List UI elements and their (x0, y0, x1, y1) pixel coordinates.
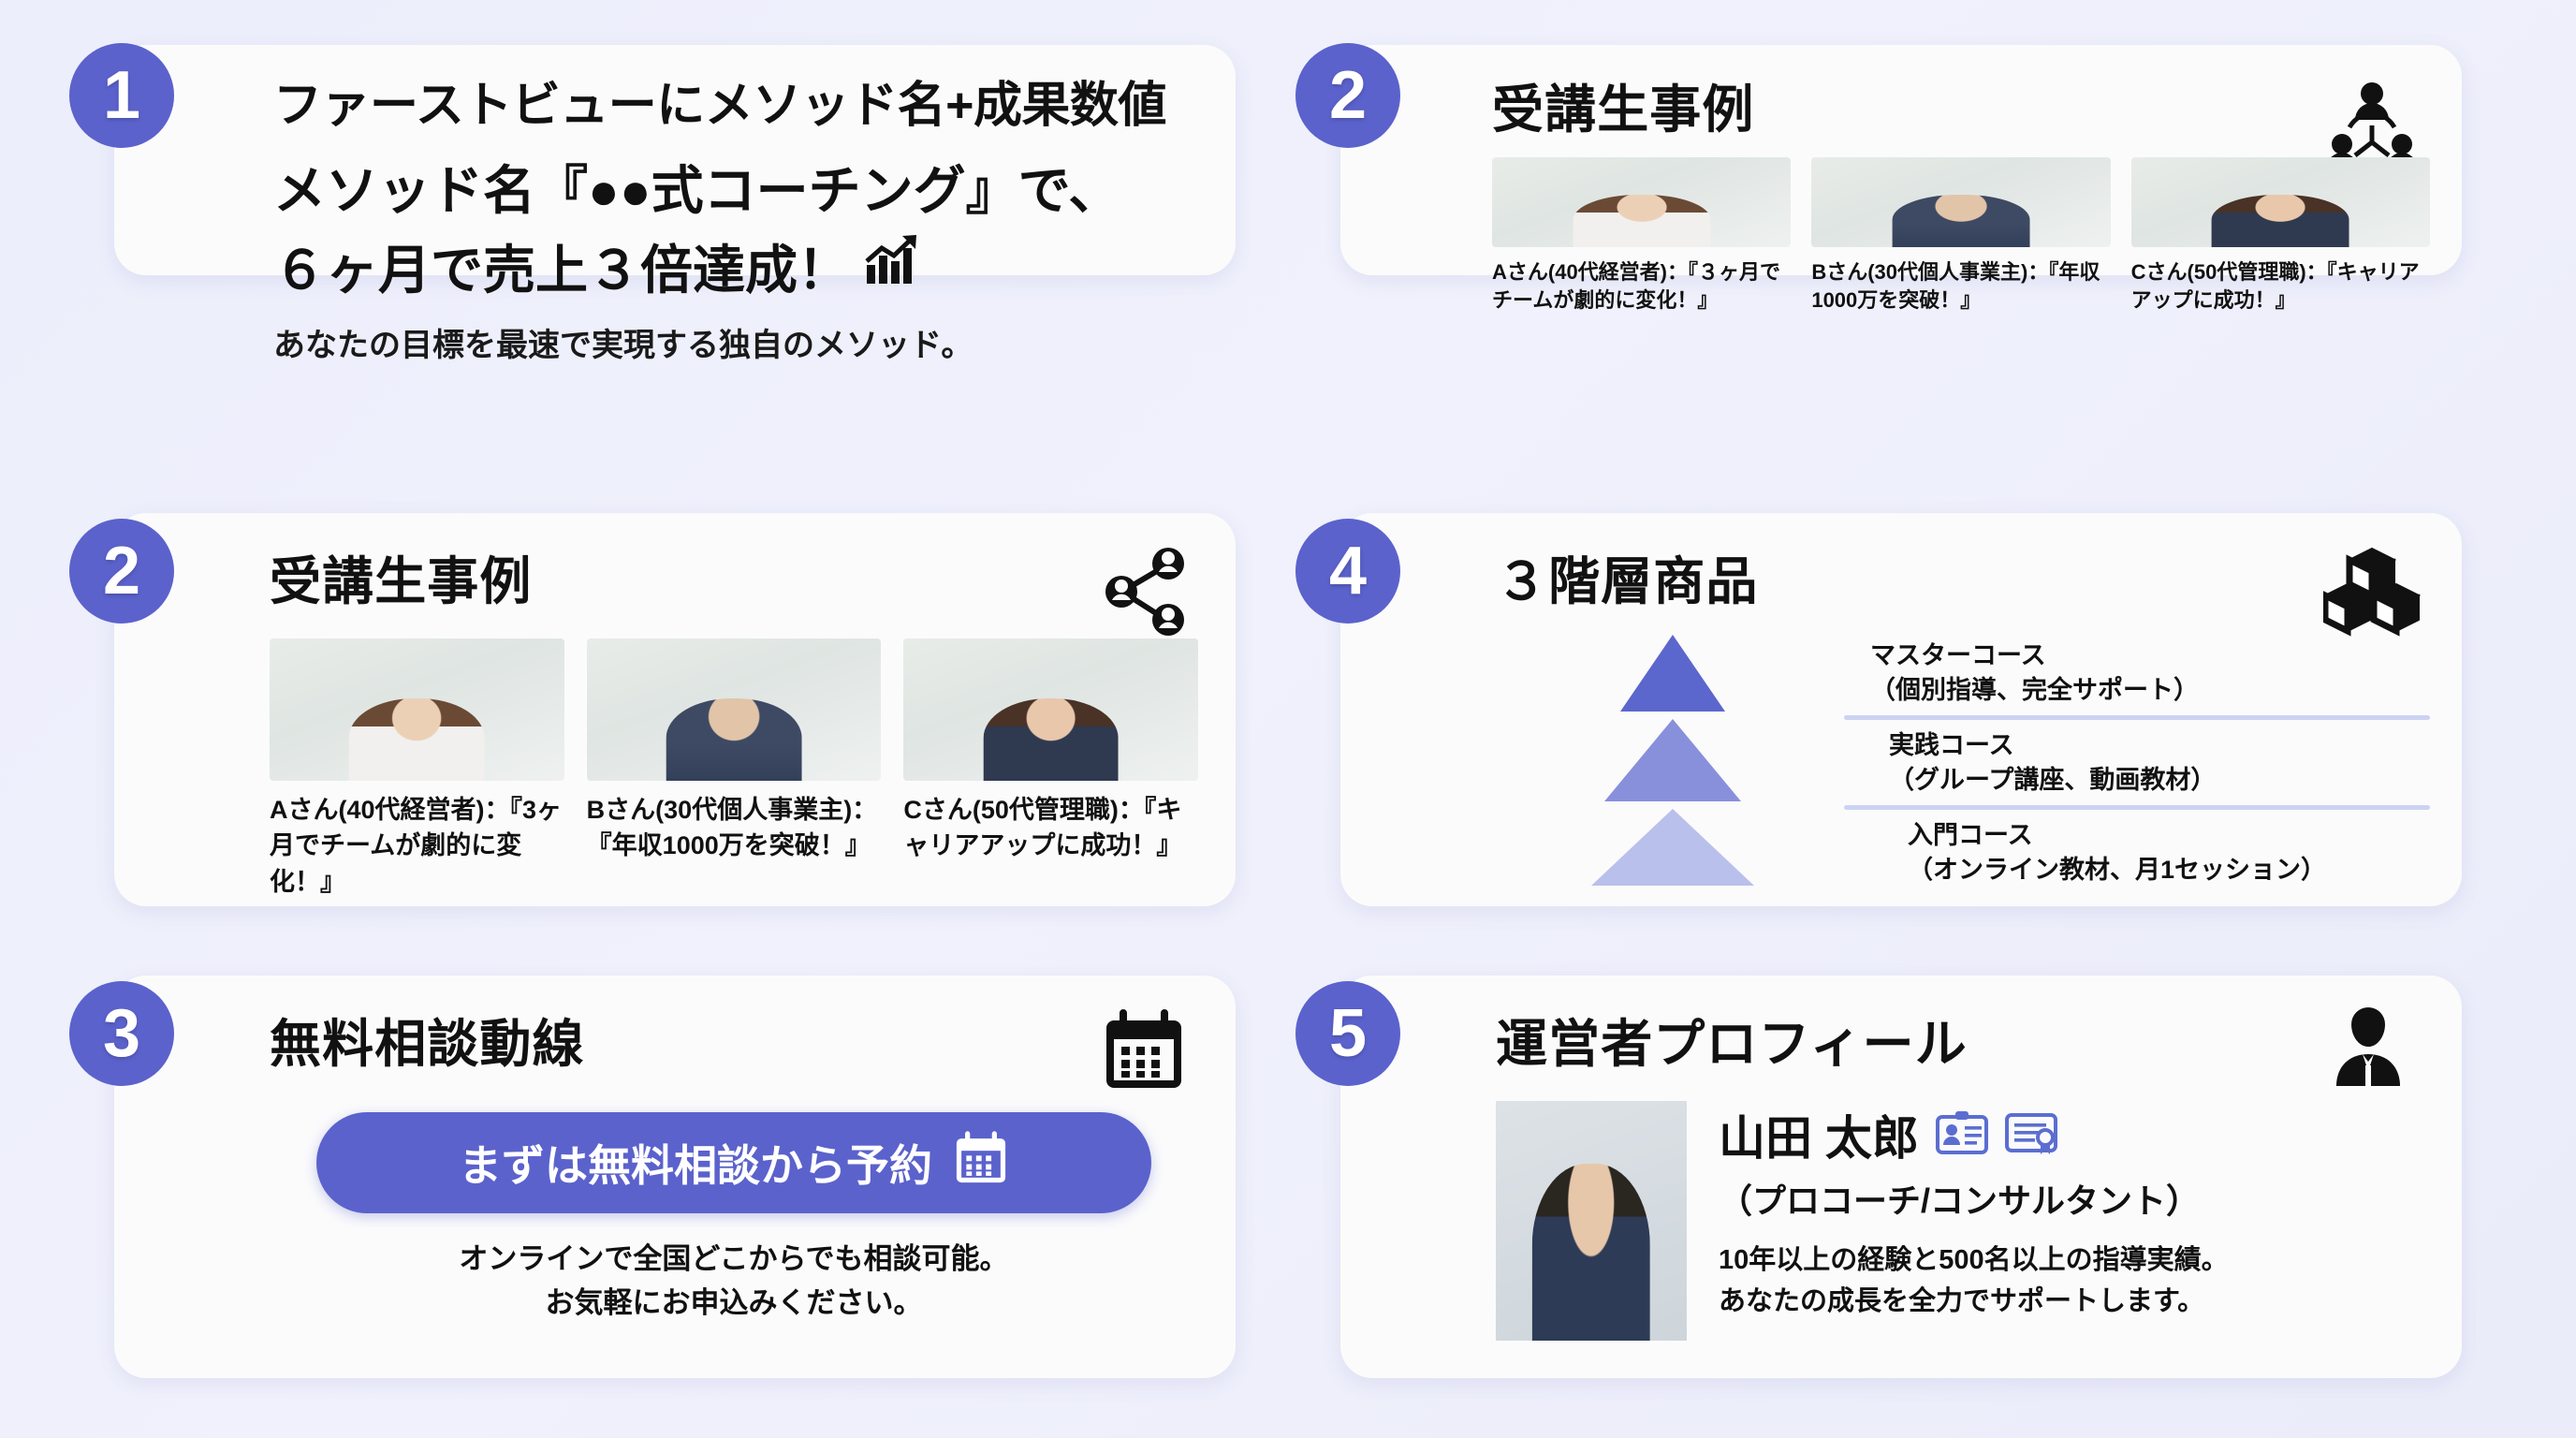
profile-name: 山田 太郎 (1719, 1112, 1919, 1165)
profile-photo (1496, 1101, 1687, 1341)
card-profile: 5 運営者プロフィール 山田 太郎 (1295, 976, 2462, 1378)
cta-label: まずは無料相談から予約 (459, 1141, 932, 1190)
students-mid-grid: Aさん(40代経営者)：『3ヶ月でチームが劇的に変化！』 Bさん(30代個人事業… (270, 638, 1199, 900)
testimonial-item: Bさん(30代個人事業主)：『年収1000万を突破！』 (1811, 157, 2111, 315)
student-photo (586, 638, 882, 781)
students-top-grid: Aさん(40代経営者)：『３ヶ月でチームが劇的に変化！』 Bさん(30代個人事業… (1492, 157, 2430, 315)
certificate-icon (2004, 1111, 2057, 1159)
growth-chart-icon (863, 233, 921, 300)
profile-name-row: 山田 太郎 (1719, 1101, 2229, 1168)
first-view-line2: メソッド名『●●式コーチング』で、 (273, 161, 1121, 220)
profile-title: 運営者プロフィール (1496, 1015, 1968, 1073)
testimonial-caption: Cさん(50代管理職)：『キャリアアップに成功！』 (903, 796, 1182, 860)
profile-desc-line2: あなたの成長を全力でサポートします。 (1719, 1286, 2205, 1317)
student-photo (2130, 157, 2430, 247)
tier-text: 実践コース （グループ講座、動画教材） (1889, 728, 2216, 799)
first-view-subtitle: あなたの目標を最速で実現する独自のメソッド。 (273, 328, 973, 363)
tier-row-entry: 入門コース （オンライン教材、月1セッション） (1908, 818, 2326, 888)
tier-detail: （個別指導、完全サポート） (1870, 676, 2199, 705)
profile-body: 山田 太郎 (1496, 1101, 2424, 1341)
consult-note-line1: オンラインで全国どこからでも相談可能。 (459, 1242, 1009, 1275)
student-photo (270, 638, 564, 781)
testimonial-caption: Bさん(30代個人事業主)：『年収1000万を突破！』 (1811, 260, 2100, 313)
card-number-badge: 1 (69, 43, 174, 148)
consult-note: オンラインで全国どこからでも相談可能。 お気軽にお申込みください。 (270, 1238, 1198, 1325)
free-consult-cta-button[interactable]: まずは無料相談から予約 (316, 1112, 1151, 1213)
tier-detail: （オンライン教材、月1セッション） (1908, 856, 2327, 885)
card-number-badge: 4 (1295, 519, 1400, 624)
testimonial-caption: Cさん(50代管理職)：『キャリアアップに成功！』 (2130, 260, 2420, 313)
tier-row-practice: 実践コース （グループ講座、動画教材） (1889, 728, 2216, 799)
student-photo (1811, 157, 2111, 247)
student-photo (903, 638, 1199, 781)
testimonial-item: Aさん(40代経営者)：『３ヶ月でチームが劇的に変化！』 (1492, 157, 1792, 315)
profile-text: 山田 太郎 (1719, 1101, 2229, 1341)
first-view-line3-row: ６ヶ月で売上３倍達成！ (273, 228, 1198, 304)
pyramid-shape (1591, 635, 1754, 886)
consult-title: 無料相談動線 (270, 1015, 585, 1073)
profile-desc: 10年以上の経験と500名以上の指導実績。 あなたの成長を全力でサポートします。 (1719, 1240, 2229, 1322)
tiers-title: ３階層商品 (1496, 552, 1759, 610)
boxes-icon (2321, 541, 2422, 638)
tier-name: 入門コース (1908, 821, 2033, 849)
id-card-icon (1935, 1110, 1988, 1159)
tier-row-master: マスターコース （個別指導、完全サポート） (1870, 638, 2199, 709)
consult-note-line2: お気軽にお申込みください。 (545, 1285, 923, 1319)
card-tiers: 4 ３階層商品 (1295, 513, 2462, 906)
card-number-badge: 3 (69, 981, 174, 1086)
share-network-icon (1097, 541, 1194, 638)
tier-text: 入門コース （オンライン教材、月1セッション） (1908, 818, 2326, 888)
card-number-badge: 2 (69, 519, 174, 624)
tier-text: マスターコース （個別指導、完全サポート） (1870, 638, 2199, 709)
testimonial-item: Cさん(50代管理職)：『キャリアアップに成功！』 (903, 638, 1199, 900)
first-view-headline: ファーストビューにメソッド名+成果数値 (273, 79, 1166, 133)
testimonial-item: Cさん(50代管理職)：『キャリアアップに成功！』 (2130, 157, 2430, 315)
tier-divider (1844, 715, 2430, 720)
card-students-mid: 2 受講生事例 Aさん(40代経営者)：『3ヶ月でチームが劇的に変化！』 (69, 513, 1236, 906)
student-photo (1492, 157, 1792, 247)
tier-name: 実践コース (1889, 731, 2014, 759)
testimonial-caption: Aさん(40代経営者)：『3ヶ月でチームが劇的に変化！』 (270, 796, 563, 896)
card-number-badge: 5 (1295, 981, 1400, 1086)
first-view-line3: ６ヶ月で売上３倍達成！ (273, 241, 850, 300)
testimonial-caption: Aさん(40代経営者)：『３ヶ月でチームが劇的に変化！』 (1492, 260, 1781, 313)
calendar-icon (1101, 1007, 1187, 1093)
calendar-icon (953, 1130, 1009, 1196)
pyramid-diagram: マスターコース （個別指導、完全サポート） 実践コース （グループ講座、動画教材… (1496, 635, 2430, 906)
testimonial-caption: Bさん(30代個人事業主)：『年収1000万を突破！』 (586, 796, 878, 860)
card-consult: 3 無料相談動線 まずは無料相談から予約 (69, 976, 1236, 1378)
businessman-icon (2325, 1000, 2411, 1086)
students-mid-title: 受講生事例 (270, 552, 533, 610)
card-first-view: 1 ファーストビューにメソッド名+成果数値 メソッド名『●●式コーチング』で、 … (69, 43, 1236, 363)
card-number-badge: 2 (1295, 43, 1400, 148)
profile-desc-line1: 10年以上の経験と500名以上の指導実績。 (1719, 1245, 2229, 1275)
testimonial-item: Aさん(40代経営者)：『3ヶ月でチームが劇的に変化！』 (270, 638, 564, 900)
profile-role: （プロコーチ/コンサルタント） (1719, 1181, 2201, 1220)
tier-divider (1844, 805, 2430, 810)
tier-detail: （グループ講座、動画教材） (1889, 766, 2217, 795)
testimonial-item: Bさん(30代個人事業主)：『年収1000万を突破！』 (586, 638, 882, 900)
students-top-title: 受講生事例 (1492, 81, 1755, 139)
tier-name: マスターコース (1870, 641, 2046, 669)
card-students-top: 2 受講生事例 Aさん(40代経営者)：『３ヶ月でチームが劇的に変化！』 (1295, 43, 2462, 312)
